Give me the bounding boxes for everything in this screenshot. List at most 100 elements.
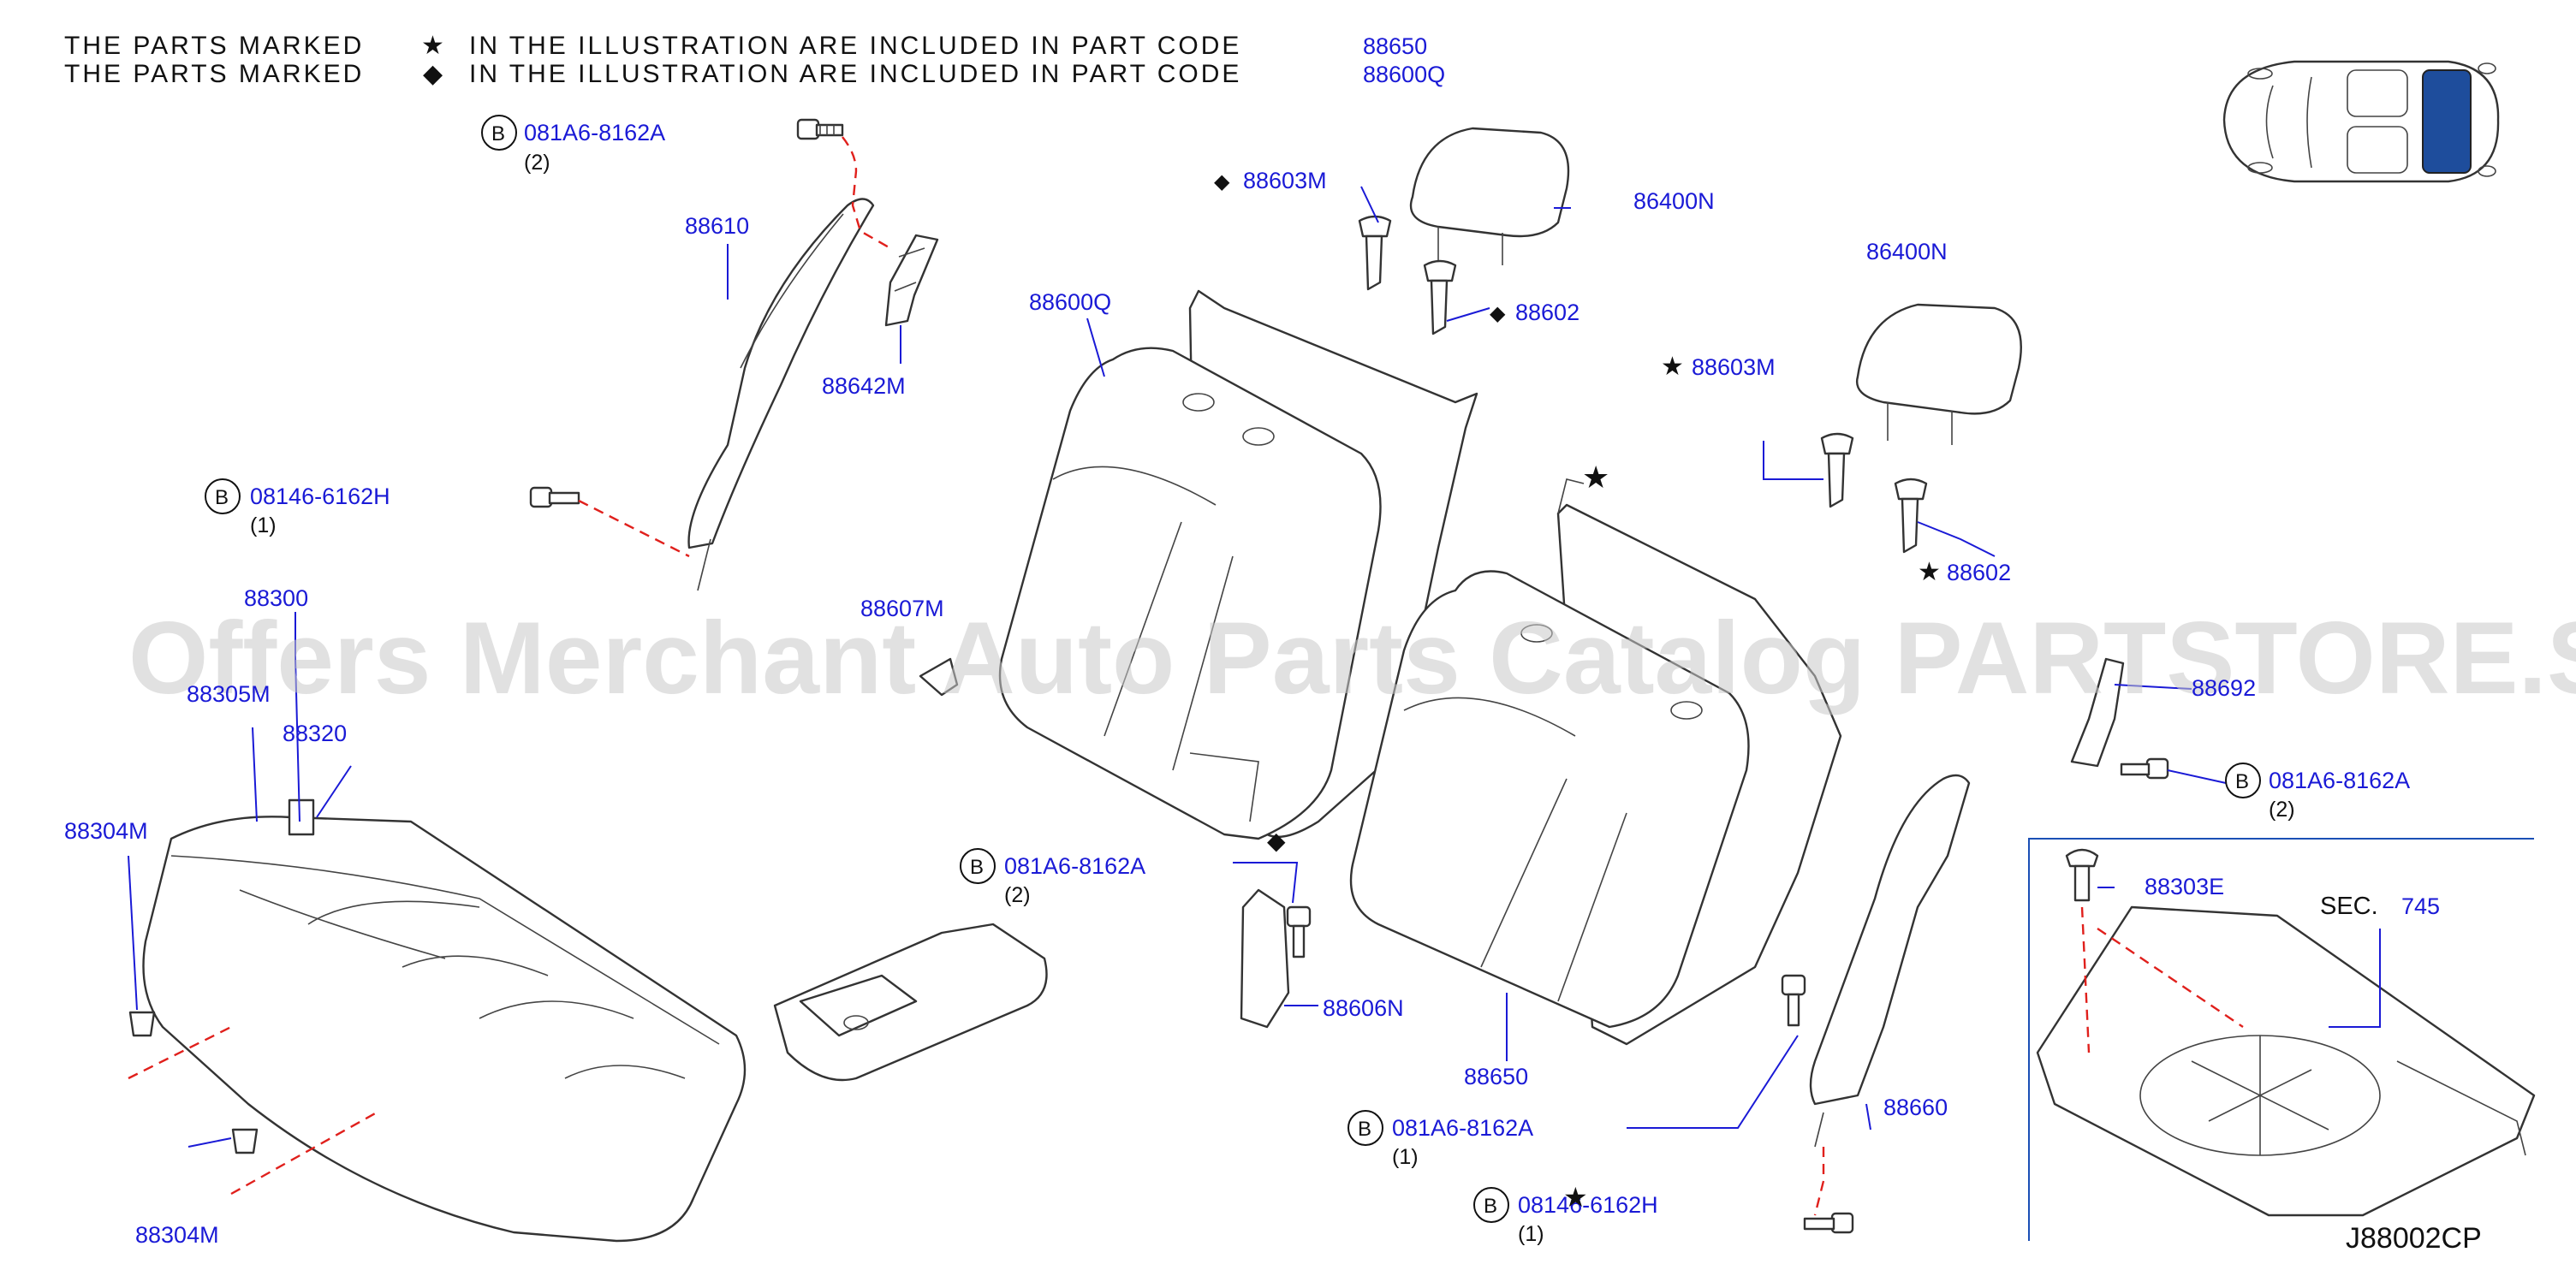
- bolt-badge: B: [215, 486, 229, 509]
- header-notes: THE PARTS MARKED ★ IN THE ILLUSTRATION A…: [64, 32, 1445, 88]
- star-marker: ★: [1563, 1182, 1588, 1213]
- header-line1-code[interactable]: 88650: [1363, 33, 1427, 59]
- part-label-88610[interactable]: 88610: [685, 213, 749, 239]
- header-line1-lead: THE PARTS MARKED: [64, 32, 364, 60]
- armrest: [773, 923, 1048, 1082]
- part-label-88660[interactable]: 88660: [1883, 1095, 1948, 1120]
- quantity: (2): [1004, 883, 1031, 907]
- diamond-marker: ◆: [1490, 302, 1506, 325]
- part-label-88304m-a[interactable]: 88304M: [64, 818, 148, 844]
- star-marker-legend: ★: [421, 32, 447, 60]
- seat-side-bolster-right: [1809, 774, 1971, 1148]
- seatback-left-88600q: [998, 289, 1478, 840]
- diamond-marker: ◆: [1214, 170, 1230, 193]
- part-label-88642m[interactable]: 88642M: [822, 373, 906, 399]
- install-line: [128, 1025, 232, 1080]
- headrest-left-86400n: [1409, 127, 1570, 265]
- install-line: [578, 499, 690, 558]
- part-label-88600q[interactable]: 88600Q: [1029, 289, 1111, 315]
- section-number[interactable]: 745: [2401, 893, 2440, 919]
- part-label-88304m-b[interactable]: 88304M: [135, 1222, 219, 1248]
- part-label-88305m[interactable]: 88305M: [187, 681, 271, 707]
- headrest-right-86400n: [1855, 303, 2022, 445]
- bracket-88642m: [884, 234, 939, 327]
- part-label-86400n-a[interactable]: 86400N: [1633, 188, 1715, 214]
- part-label-88300[interactable]: 88300: [244, 585, 308, 611]
- watermark-text: Offers Merchant Auto Parts Catalog PARTS…: [128, 601, 2576, 715]
- part-number[interactable]: 08146-6162H: [250, 484, 390, 509]
- bolt-081a6-right: [2120, 757, 2169, 780]
- diamond-marker-legend: ◆: [423, 60, 445, 88]
- bolt-badge: B: [970, 856, 984, 879]
- quantity: (2): [2269, 798, 2295, 822]
- bracket-88607m: [919, 657, 959, 697]
- seatback-right-88650: [1349, 478, 1842, 1046]
- seat-cushion-hook-88320: [288, 798, 315, 836]
- part-label-88602-a[interactable]: 88602: [1515, 300, 1580, 325]
- diamond-marker: ◆: [1267, 828, 1286, 854]
- clip-88304m-a: [128, 1011, 156, 1037]
- quantity: (1): [1392, 1145, 1419, 1169]
- star-marker: ★: [1918, 558, 1941, 586]
- callout-081a6-low[interactable]: B 081A6-8162A (1): [1347, 1110, 1533, 1169]
- clip-88303e: [2065, 848, 2099, 902]
- headrest-guide-88603m-b: [1820, 432, 1854, 508]
- part-number[interactable]: 081A6-8162A: [1392, 1115, 1533, 1141]
- part-number[interactable]: 08146-6162H: [1518, 1192, 1658, 1218]
- header-line2-tail: IN THE ILLUSTRATION ARE INCLUDED IN PART…: [469, 60, 1241, 88]
- part-label-88320[interactable]: 88320: [283, 721, 347, 746]
- part-label-88606n[interactable]: 88606N: [1323, 995, 1404, 1021]
- headrest-guide-88603m-a: [1358, 215, 1392, 291]
- part-number[interactable]: 081A6-8162A: [524, 120, 665, 145]
- part-label-88607m[interactable]: 88607M: [860, 596, 944, 621]
- part-label-88603m-a[interactable]: 88603M: [1243, 168, 1327, 193]
- bolt-badge: B: [1484, 1195, 1497, 1218]
- headrest-guide-88602-a: [1423, 259, 1457, 335]
- quantity: (1): [250, 513, 277, 537]
- callout-081a6-right[interactable]: B 081A6-8162A (2): [2225, 763, 2410, 822]
- part-label-88692[interactable]: 88692: [2192, 675, 2256, 701]
- star-marker: ★: [1582, 460, 1609, 495]
- bolt-08146-low: [1803, 1212, 1854, 1234]
- bolt-081a6-low: [1781, 974, 1806, 1027]
- bolt-08146-left: [529, 486, 580, 508]
- section-prefix: SEC.: [2320, 893, 2378, 920]
- car-locator-icon: [2222, 60, 2500, 183]
- install-line: [2080, 906, 2091, 1053]
- install-line: [842, 136, 891, 250]
- part-label-86400n-b[interactable]: 86400N: [1866, 239, 1948, 264]
- bolt-badge: B: [2235, 770, 2249, 793]
- part-number[interactable]: 081A6-8162A: [1004, 853, 1145, 879]
- install-line: [1813, 1147, 1825, 1216]
- bracket-88606n: [1240, 888, 1290, 1029]
- callout-081a6-top[interactable]: B 081A6-8162A (2): [481, 115, 665, 175]
- section-reference[interactable]: SEC. 745: [2320, 893, 2440, 920]
- headrest-guide-88602-b: [1894, 478, 1928, 554]
- bolt-badge: B: [1358, 1118, 1371, 1141]
- clip-88304m-b: [231, 1128, 259, 1154]
- part-number[interactable]: 081A6-8162A: [2269, 768, 2410, 793]
- part-label-88303e[interactable]: 88303E: [2145, 874, 2224, 899]
- bolt-081a6-top: [796, 118, 844, 140]
- seat-side-bolster-left: [687, 198, 875, 591]
- callout-08146-low[interactable]: B 08146-6162H (1) ★: [1473, 1182, 1658, 1246]
- leader-lines: [128, 186, 2381, 1148]
- install-line: [2097, 928, 2244, 1028]
- part-label-88603m-b[interactable]: 88603M: [1692, 354, 1776, 380]
- bolt-081a6-mid: [1286, 905, 1312, 958]
- diagram-code: J88002CP: [2346, 1222, 2482, 1255]
- header-line2-lead: THE PARTS MARKED: [64, 60, 364, 88]
- bracket-88692: [2070, 657, 2125, 768]
- section-745-inset: [2028, 838, 2536, 1241]
- quantity: (1): [1518, 1222, 1544, 1246]
- callout-08146-left[interactable]: B 08146-6162H (1): [205, 478, 390, 537]
- part-label-88650[interactable]: 88650: [1464, 1064, 1528, 1089]
- quantity: (2): [524, 151, 550, 175]
- seat-cushion-88300: [142, 798, 747, 1243]
- part-label-88602-b[interactable]: 88602: [1947, 560, 2011, 585]
- highlighted-rear-seat-icon: [2422, 69, 2472, 174]
- install-line: [230, 1111, 378, 1196]
- callout-081a6-mid[interactable]: B 081A6-8162A (2): [960, 848, 1145, 907]
- header-line2-code[interactable]: 88600Q: [1363, 62, 1445, 87]
